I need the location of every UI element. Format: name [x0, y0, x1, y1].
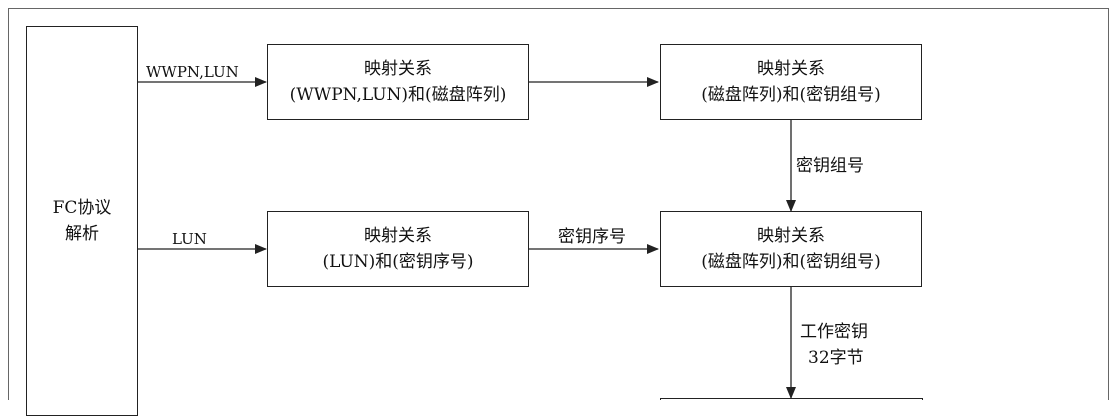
edge-label-keyseq: 密钥序号 [558, 227, 626, 247]
outer-frame [8, 8, 1109, 400]
connector-layer [8, 8, 1109, 400]
map-array-keygroup-top-title: 映射关系 [757, 59, 825, 79]
map-array-keygroup-mid-title: 映射关系 [757, 226, 825, 246]
map-array-keygroup-mid-detail: (磁盘阵列)和(密钥组号) [701, 252, 881, 272]
map-lun-keyseq-detail: (LUN)和(密钥序号) [322, 252, 474, 272]
map-array-keygroup-top-box: 映射关系 (磁盘阵列)和(密钥组号) [660, 44, 922, 120]
bottom-box-partial [660, 398, 923, 400]
fc-parser-box: FC协议 解析 [26, 26, 138, 416]
diagram-canvas: FC协议 解析 映射关系 (WWPN,LUN)和(磁盘阵列) 映射关系 (磁盘阵… [8, 8, 1109, 416]
map-wwpn-lun-box: 映射关系 (WWPN,LUN)和(磁盘阵列) [267, 44, 529, 120]
edge-label-keygroup: 密钥组号 [796, 156, 864, 176]
edge-label-lun: LUN [172, 230, 207, 248]
map-wwpn-lun-title: 映射关系 [364, 59, 432, 79]
map-array-keygroup-top-detail: (磁盘阵列)和(密钥组号) [701, 85, 881, 105]
edge-label-workkey-line1: 工作密钥 [800, 322, 868, 342]
map-array-keygroup-mid-box: 映射关系 (磁盘阵列)和(密钥组号) [660, 211, 922, 287]
edge-label-wwpn-lun: WWPN,LUN [146, 63, 239, 81]
map-lun-keyseq-box: 映射关系 (LUN)和(密钥序号) [267, 211, 529, 287]
map-wwpn-lun-detail: (WWPN,LUN)和(磁盘阵列) [289, 85, 507, 105]
map-lun-keyseq-title: 映射关系 [364, 226, 432, 246]
fc-parser-line2: 解析 [65, 224, 99, 244]
edge-label-workkey-line2: 32字节 [808, 348, 864, 368]
fc-parser-line1: FC协议 [52, 198, 112, 218]
